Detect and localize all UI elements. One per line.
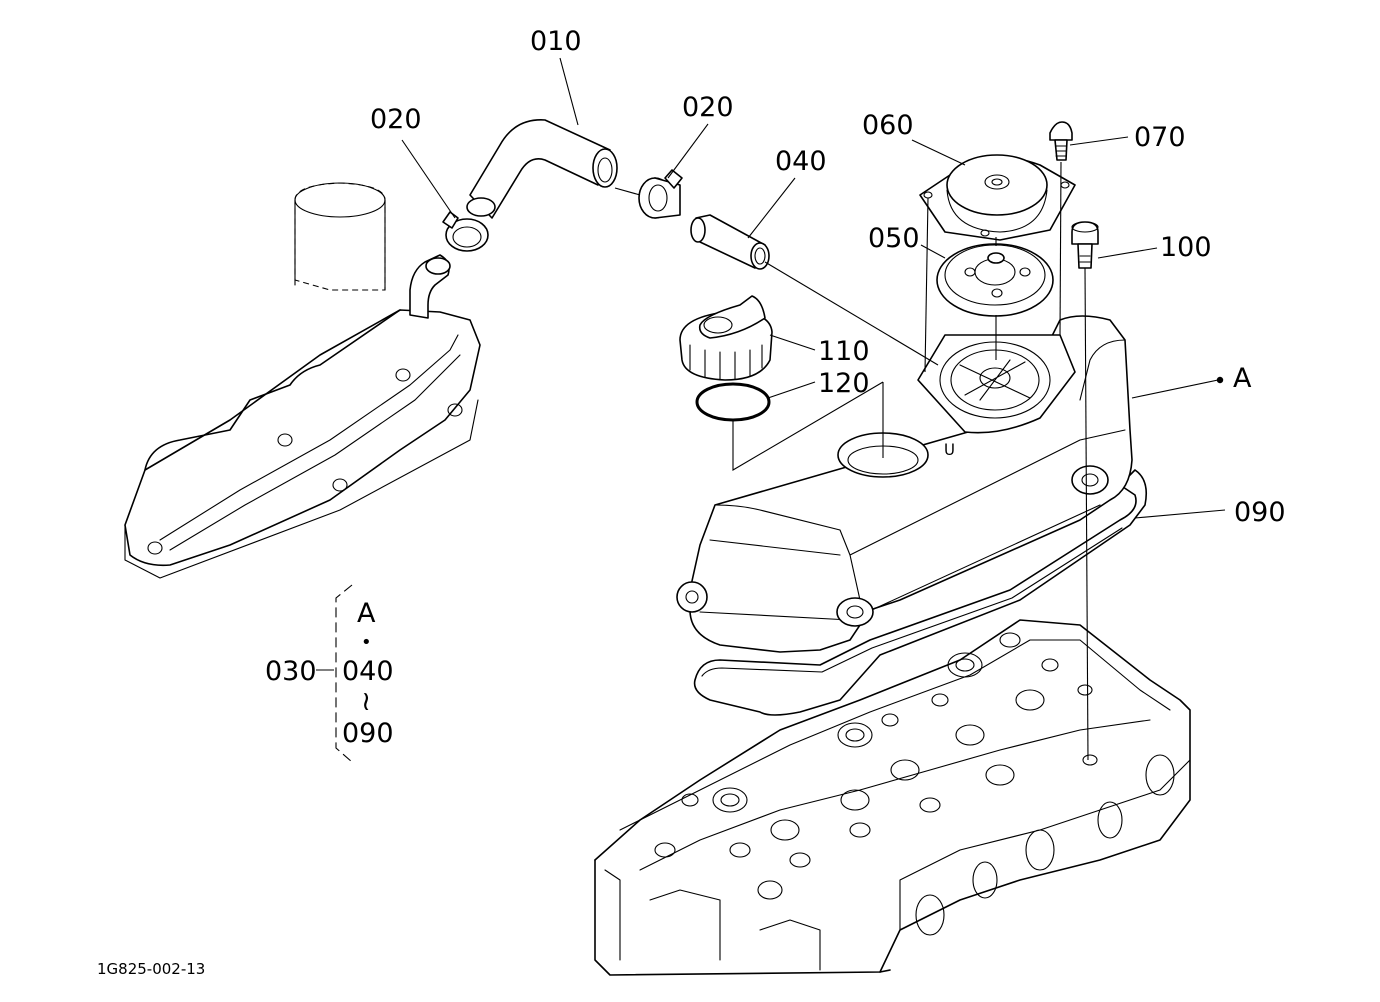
label-ref-a: A [1233, 363, 1252, 394]
group-ref: A [357, 598, 376, 629]
breather-cover [919, 154, 1076, 241]
cylinder-head [594, 619, 1191, 976]
label-050: 050 [868, 223, 920, 254]
oil-filler-cap [679, 295, 773, 381]
drawing-code: 1G825-002-13 [97, 960, 205, 978]
svg-text:ᑌ: ᑌ [944, 441, 955, 459]
label-010: 010 [530, 26, 582, 57]
o-ring [695, 382, 771, 422]
bolt [1071, 221, 1099, 269]
breather-pipe [690, 214, 770, 270]
label-120: 120 [818, 368, 870, 399]
label-100: 100 [1160, 232, 1212, 263]
screw [1049, 121, 1073, 161]
group-tilde: ≀ [361, 686, 371, 717]
label-040: 040 [775, 146, 827, 177]
diaphragm [936, 243, 1054, 317]
label-090: 090 [1234, 497, 1286, 528]
label-020-left: 020 [370, 104, 422, 135]
assembly-group-030: 030 A • 040 ≀ 090 [265, 584, 394, 763]
label-060: 060 [862, 110, 914, 141]
intake-manifold [124, 182, 481, 579]
group-dot: • [361, 632, 372, 653]
group-from: 040 [342, 656, 394, 687]
label-070: 070 [1134, 122, 1186, 153]
breather-hose [466, 119, 618, 219]
rocker-cover-gasket [693, 469, 1148, 716]
label-020-right: 020 [682, 92, 734, 123]
hose-clamp-left [442, 211, 489, 252]
label-110: 110 [818, 336, 870, 367]
reference-dot [1216, 376, 1224, 384]
group-number: 030 [265, 656, 317, 687]
leader-lines [401, 57, 1226, 761]
hose-clamp-right [638, 169, 683, 219]
group-to: 090 [342, 718, 394, 749]
